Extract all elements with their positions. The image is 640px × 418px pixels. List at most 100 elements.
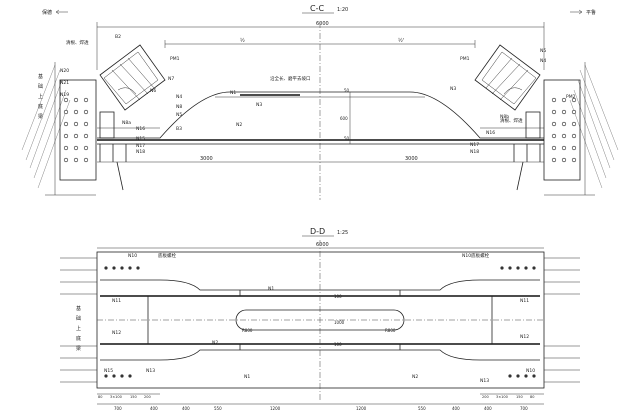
label-n15-bottom: N15 xyxy=(104,368,113,374)
left-end-plate xyxy=(59,79,97,181)
top-bottom-dim-left: 3000 xyxy=(200,156,213,162)
label-b3: B3 xyxy=(176,126,182,132)
direction-left-arrow-icon xyxy=(55,9,68,15)
top-stiffeners xyxy=(99,144,541,191)
label-pm2: PM2 xyxy=(566,94,576,100)
label-n18-left: N18 xyxy=(136,149,145,155)
top-half-dim-right: ½' xyxy=(398,37,404,44)
bottom-side-char-1: 基 xyxy=(76,305,81,312)
bottom-note-right: N10底板螺栓 xyxy=(462,252,490,259)
label-n16-right: N16 xyxy=(486,130,495,136)
label-n13-right: N13 xyxy=(480,378,489,384)
bottom-dim-2: 400 xyxy=(150,406,158,411)
label-n1-top: N1 xyxy=(230,90,236,96)
direction-right-arrow-icon xyxy=(570,9,583,15)
label-n3-right: N3 xyxy=(450,86,456,92)
bottom-bolts-lower-left xyxy=(104,374,132,378)
top-side-text: 基 础 上 底 梁 xyxy=(38,73,43,120)
left-small-dim-1: 80 xyxy=(98,395,102,399)
right-foundation-hatch xyxy=(544,62,619,196)
label-n8a: N8a xyxy=(122,120,131,126)
bottom-overall-dim: 6000 xyxy=(316,242,329,248)
direction-left-label: 保德 xyxy=(42,9,52,16)
left-foundation-hatch xyxy=(21,62,96,196)
bottom-dim-4: 550 xyxy=(214,406,222,411)
section-cc-title: C-C xyxy=(310,4,324,13)
label-n7: N7 xyxy=(168,76,174,82)
label-n5-right: N5 xyxy=(540,48,546,54)
label-n17-left: N17 xyxy=(136,143,145,149)
top-side-char-4: 底 xyxy=(38,103,43,110)
top-bottom-dim-right: 3000 xyxy=(405,156,418,162)
oval-radius-right: R800 xyxy=(385,328,396,333)
label-n1-upper: N1 xyxy=(268,286,274,292)
label-n4: N4 xyxy=(176,94,182,100)
right-bolt-group xyxy=(551,97,577,163)
top-height-dim-3: 50 xyxy=(344,136,350,141)
left-corbel xyxy=(97,44,166,139)
left-small-dim-4: 200 xyxy=(144,395,151,399)
bottom-note-left: 底板螺栓 xyxy=(158,252,176,259)
label-n2-top: N2 xyxy=(236,122,242,128)
section-dd-scale: 1:25 xyxy=(337,230,348,236)
label-pm1-left: PM1 xyxy=(170,56,180,62)
label-n3-top: N3 xyxy=(256,102,262,108)
beam-top-profile xyxy=(97,91,544,139)
right-corbel xyxy=(474,44,544,139)
oval-opening xyxy=(235,309,405,331)
right-small-dim-3: 150 xyxy=(516,395,523,399)
right-small-dim-4: 80 xyxy=(530,395,534,399)
label-n15: N15 xyxy=(136,136,145,142)
label-n2-left: N2 xyxy=(212,340,218,346)
top-side-char-5: 梁 xyxy=(38,113,43,120)
label-n4-right: N4 xyxy=(540,58,546,64)
label-n8: N8 xyxy=(176,104,182,110)
bottom-left-ticks xyxy=(60,257,97,383)
label-b2: B2 xyxy=(115,34,121,40)
bottom-side-char-5: 梁 xyxy=(76,345,81,352)
section-dd-title: D-D xyxy=(310,227,325,236)
label-n1-lower: N1 xyxy=(244,374,250,380)
bottom-bolts-lower-right xyxy=(508,374,536,378)
top-overall-dim: 6000 xyxy=(316,21,329,27)
label-n21: N21 xyxy=(60,80,69,86)
bottom-bolts-top-left xyxy=(104,266,140,270)
weld-note-right: 清根、焊透 xyxy=(500,117,523,124)
top-side-char-1: 基 xyxy=(38,73,43,80)
section-cc: 保德 平鲁 C-C 1:20 6000 ½ ½' xyxy=(21,4,619,200)
direction-right-label: 平鲁 xyxy=(586,9,596,16)
bottom-dim-6: 1200 xyxy=(356,406,367,411)
bottom-bolts-top-right xyxy=(500,266,536,270)
bottom-dim-10: 700 xyxy=(520,406,528,411)
bottom-side-char-4: 底 xyxy=(76,335,81,342)
left-bolt-group xyxy=(63,97,89,163)
label-n19: N19 xyxy=(60,92,69,98)
bottom-vdim-3: 100 xyxy=(334,342,342,347)
left-small-dim-3: 150 xyxy=(130,395,137,399)
bottom-dim-5: 1200 xyxy=(270,406,281,411)
oval-radius-left: R800 xyxy=(242,328,253,333)
bottom-side-char-3: 上 xyxy=(76,325,81,332)
label-n5: N5 xyxy=(176,112,182,118)
bottom-side-text: 基 础 上 底 梁 xyxy=(76,305,81,352)
section-dd: D-D 1:25 6000 R800 R800 xyxy=(60,227,580,411)
bottom-dim-9: 400 xyxy=(484,406,492,411)
label-n13-left: N13 xyxy=(146,368,155,374)
bottom-vdim-2: 1000 xyxy=(334,320,345,325)
bottom-dim-1: 700 xyxy=(114,406,122,411)
label-n18-right: N18 xyxy=(470,149,479,155)
label-n11-right: N11 xyxy=(520,298,529,304)
right-small-dim-2: 3×100 xyxy=(496,395,508,399)
right-small-dim-1: 200 xyxy=(482,395,489,399)
top-side-char-3: 上 xyxy=(38,93,43,100)
top-height-dim-1: 50 xyxy=(344,88,350,93)
bottom-dim-8: 400 xyxy=(452,406,460,411)
top-height-dim-2: 600 xyxy=(340,116,348,121)
top-half-dim-left: ½ xyxy=(240,37,245,44)
label-pm1-right: PM1 xyxy=(460,56,470,62)
label-n20: N20 xyxy=(60,68,69,74)
label-n6: N6 xyxy=(150,88,156,94)
label-n12-right: N12 xyxy=(520,334,529,340)
bottom-side-char-2: 础 xyxy=(76,315,81,322)
